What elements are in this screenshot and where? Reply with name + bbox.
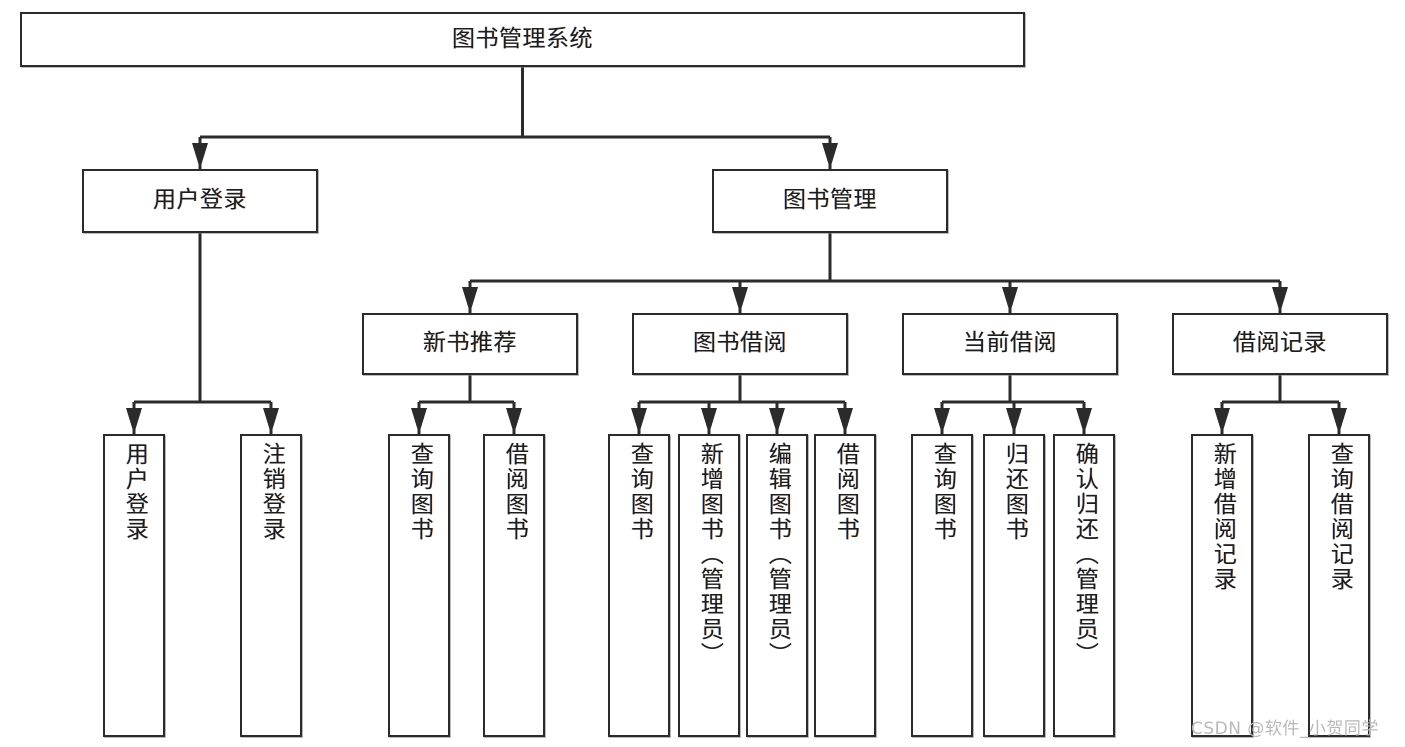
arrow-head-icon bbox=[822, 143, 838, 169]
arrow-head-icon bbox=[769, 408, 785, 434]
node-label: 图书管理 bbox=[783, 187, 877, 214]
node-label: 注销登录 bbox=[258, 442, 285, 542]
arrow-head-icon bbox=[1006, 408, 1022, 434]
arrow-head-icon bbox=[192, 143, 208, 169]
node-leaf-confirm-return[interactable]: 确认归还（管理员） bbox=[1053, 434, 1115, 737]
node-leaf-add-record[interactable]: 新增借阅记录 bbox=[1191, 434, 1253, 737]
node-root[interactable]: 图书管理系统 bbox=[20, 12, 1025, 67]
node-label: 编辑图书（管理员） bbox=[764, 442, 791, 667]
node-current-borrow[interactable]: 当前借阅 bbox=[902, 313, 1118, 375]
node-leaf-user-login[interactable]: 用户登录 bbox=[103, 434, 165, 737]
node-leaf-borrow-book-1[interactable]: 借阅图书 bbox=[483, 434, 545, 737]
node-label: 归还图书 bbox=[1001, 442, 1028, 542]
node-label: 查询图书 bbox=[626, 442, 653, 542]
node-leaf-user-logout[interactable]: 注销登录 bbox=[240, 434, 302, 737]
node-user-login[interactable]: 用户登录 bbox=[82, 169, 318, 233]
arrow-head-icon bbox=[506, 408, 522, 434]
node-label: 图书借阅 bbox=[693, 330, 787, 357]
node-label: 新书推荐 bbox=[423, 330, 517, 357]
node-leaf-query-book-3[interactable]: 查询图书 bbox=[911, 434, 973, 737]
arrow-head-icon bbox=[1076, 408, 1092, 434]
arrow-head-icon bbox=[1331, 408, 1347, 434]
node-label: 借阅记录 bbox=[1233, 330, 1327, 357]
node-leaf-edit-book[interactable]: 编辑图书（管理员） bbox=[746, 434, 808, 737]
node-label: 用户登录 bbox=[153, 187, 247, 214]
node-leaf-query-book-1[interactable]: 查询图书 bbox=[388, 434, 450, 737]
node-label: 查询图书 bbox=[929, 442, 956, 542]
arrow-head-icon bbox=[411, 408, 427, 434]
arrow-head-icon bbox=[462, 287, 478, 313]
node-label: 当前借阅 bbox=[963, 330, 1057, 357]
arrow-head-icon bbox=[631, 408, 647, 434]
node-label: 借阅图书 bbox=[832, 442, 859, 542]
arrow-head-icon bbox=[126, 408, 142, 434]
node-new-book-rec[interactable]: 新书推荐 bbox=[362, 313, 578, 375]
node-label: 查询图书 bbox=[406, 442, 433, 542]
node-leaf-query-record[interactable]: 查询借阅记录 bbox=[1308, 434, 1370, 737]
arrow-head-icon bbox=[1272, 287, 1288, 313]
node-label: 查询借阅记录 bbox=[1326, 442, 1353, 592]
node-leaf-return-book[interactable]: 归还图书 bbox=[983, 434, 1045, 737]
node-leaf-borrow-book-2[interactable]: 借阅图书 bbox=[814, 434, 876, 737]
arrow-head-icon bbox=[1214, 408, 1230, 434]
arrow-head-icon bbox=[837, 408, 853, 434]
node-label: 新增图书（管理员） bbox=[696, 442, 723, 667]
arrow-head-icon bbox=[934, 408, 950, 434]
arrow-head-icon bbox=[732, 287, 748, 313]
node-borrow-record[interactable]: 借阅记录 bbox=[1172, 313, 1388, 375]
arrow-head-icon bbox=[263, 408, 279, 434]
node-leaf-add-book[interactable]: 新增图书（管理员） bbox=[678, 434, 740, 737]
node-book-manage[interactable]: 图书管理 bbox=[712, 169, 948, 233]
arrow-head-icon bbox=[701, 408, 717, 434]
node-leaf-query-book-2[interactable]: 查询图书 bbox=[608, 434, 670, 737]
node-label: 借阅图书 bbox=[501, 442, 528, 542]
node-label: 用户登录 bbox=[121, 442, 148, 542]
node-label: 确认归还（管理员） bbox=[1071, 442, 1098, 667]
node-label: 图书管理系统 bbox=[452, 25, 593, 52]
node-label: 新增借阅记录 bbox=[1209, 442, 1236, 592]
node-book-borrow[interactable]: 图书借阅 bbox=[632, 313, 848, 375]
arrow-head-icon bbox=[1002, 287, 1018, 313]
